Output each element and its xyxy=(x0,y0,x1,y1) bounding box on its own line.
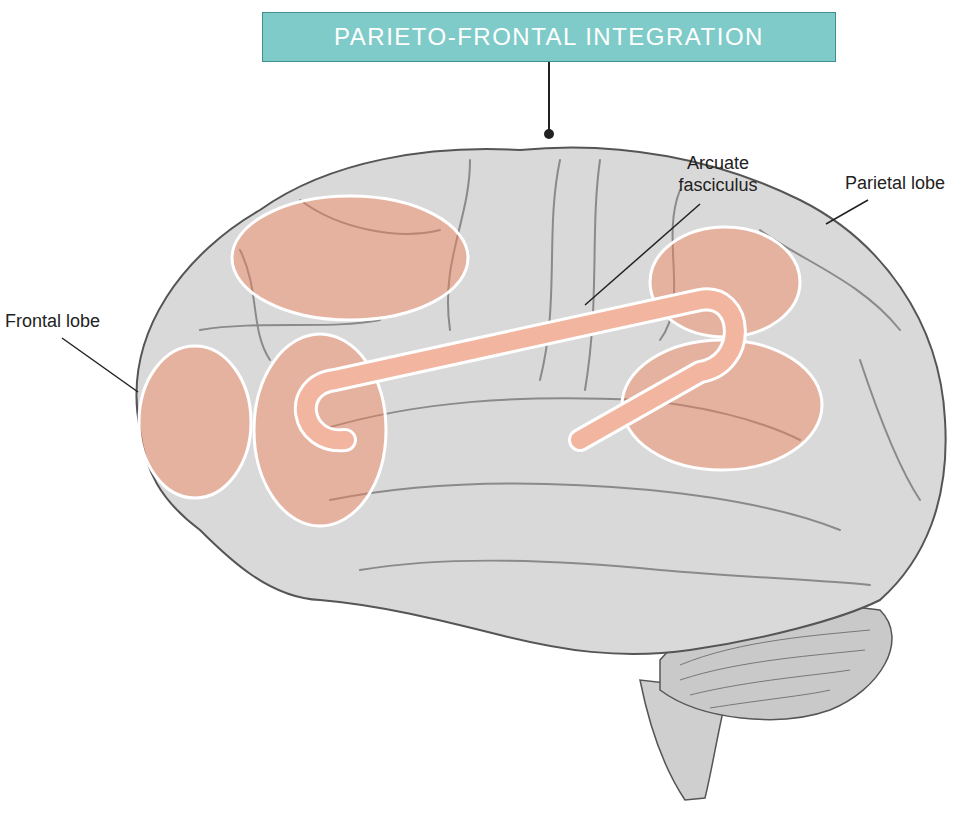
leader-line xyxy=(62,338,138,392)
leader-line xyxy=(826,200,868,224)
title: PARIETO-FRONTAL INTEGRATION xyxy=(334,23,764,50)
title-box: PARIETO-FRONTAL INTEGRATION xyxy=(262,12,836,62)
sulci xyxy=(200,160,920,585)
leader-line xyxy=(585,204,700,305)
arcuate-fasciculus-outline xyxy=(306,299,735,440)
title-leader xyxy=(548,62,550,133)
highlight-regions xyxy=(139,196,822,526)
cerebrum-outline xyxy=(137,147,946,654)
part-label: Arcuate fasciculus xyxy=(658,152,778,196)
part-label: Parietal lobe xyxy=(845,172,945,194)
arcuate-fasciculus xyxy=(306,299,735,440)
part-label: Frontal lobe xyxy=(5,310,100,332)
leader-dot xyxy=(544,129,554,139)
